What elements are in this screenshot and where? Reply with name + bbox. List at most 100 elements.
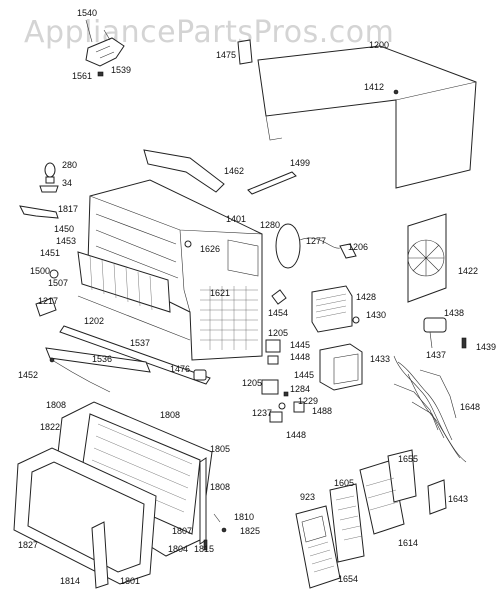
- label-1217: 1217: [38, 296, 58, 306]
- knob-drawing: [49, 269, 59, 279]
- label-1200: 1200: [369, 40, 389, 50]
- oven-cavity-drawing: [77, 179, 263, 361]
- label-1438: 1438: [444, 308, 464, 318]
- label-1452: 1452: [18, 370, 38, 380]
- label-1488: 1488: [312, 406, 332, 416]
- label-1805: 1805: [210, 444, 230, 454]
- label-1561: 1561: [72, 71, 92, 81]
- lamp-drawing: [39, 162, 59, 193]
- switch-assembly-drawing: [85, 19, 125, 77]
- label-1206: 1206: [348, 242, 368, 252]
- label-1499: 1499: [290, 158, 310, 168]
- label-1626: 1626: [200, 244, 220, 254]
- door-inner-panels-drawing: [53, 401, 213, 557]
- label-1540: 1540: [77, 8, 97, 18]
- label-1439: 1439: [476, 342, 496, 352]
- label-1422: 1422: [458, 266, 478, 276]
- door-outer-frame-drawing: [13, 447, 157, 585]
- label-1822: 1822: [40, 422, 60, 432]
- keypad-drawing: [329, 483, 365, 563]
- label-1539: 1539: [111, 65, 131, 75]
- label-1536: 1536: [92, 354, 112, 364]
- label-1621: 1621: [210, 288, 230, 298]
- label-923: 923: [300, 492, 315, 502]
- label-1814: 1814: [60, 576, 80, 586]
- rack-drawing: [77, 251, 171, 313]
- screws-drawing: [203, 513, 227, 551]
- label-1284: 1284: [290, 384, 310, 394]
- label-1827: 1827: [18, 540, 38, 550]
- label-1815: 1815: [194, 544, 214, 554]
- label-1808b: 1808: [160, 410, 180, 420]
- label-1202: 1202: [84, 316, 104, 326]
- label-1205b: 1205: [242, 378, 262, 388]
- label-1804: 1804: [168, 544, 188, 554]
- label-1537: 1537: [130, 338, 150, 348]
- control-panel-drawing: [295, 505, 341, 589]
- strip-drawing: [45, 347, 151, 373]
- label-34: 34: [62, 178, 72, 188]
- label-1476: 1476: [170, 364, 190, 374]
- label-1450: 1450: [54, 224, 74, 234]
- transformer-drawing: [319, 343, 363, 391]
- thermal-cutout-drawing: [271, 289, 287, 305]
- label-1437: 1437: [426, 350, 446, 360]
- label-1462: 1462: [224, 166, 244, 176]
- label-1205a: 1205: [268, 328, 288, 338]
- fuse-drawing: [193, 369, 207, 381]
- label-1401: 1401: [226, 214, 246, 224]
- plate-drawing: [59, 325, 211, 385]
- label-1817: 1817: [58, 204, 78, 214]
- label-1801: 1801: [120, 576, 140, 586]
- label-1648: 1648: [460, 402, 480, 412]
- wire-drawing: [51, 359, 111, 393]
- magnetron-drawing: [311, 285, 360, 333]
- bracket-drawing: [19, 205, 59, 219]
- label-1643: 1643: [448, 494, 468, 504]
- label-1280: 1280: [260, 220, 280, 230]
- waveguide-cover-drawing: [275, 223, 357, 269]
- rail-drawing: [247, 171, 297, 195]
- connector-drawing: [427, 479, 447, 515]
- label-1825: 1825: [240, 526, 260, 536]
- door-handle-drawing: [91, 521, 109, 589]
- interlock-switch-lower-drawing: [261, 379, 305, 423]
- label-1237: 1237: [252, 408, 272, 418]
- label-1445a: 1445: [290, 340, 310, 350]
- capacitor-drawing: [423, 317, 467, 349]
- label-1453: 1453: [56, 236, 76, 246]
- label-1507: 1507: [48, 278, 68, 288]
- label-1451: 1451: [40, 248, 60, 258]
- label-1430: 1430: [366, 310, 386, 320]
- label-280: 280: [62, 160, 77, 170]
- label-1448b: 1448: [286, 430, 306, 440]
- control-board-drawing: [359, 449, 417, 535]
- label-1454: 1454: [268, 308, 288, 318]
- label-1810: 1810: [234, 512, 254, 522]
- duct-drawing: [143, 149, 225, 193]
- label-1605: 1605: [334, 478, 354, 488]
- label-1475: 1475: [216, 50, 236, 60]
- label-1448a: 1448: [290, 352, 310, 362]
- fan-assembly-drawing: [407, 213, 447, 303]
- part-labels: 1540 1539 1561 1475 1200 1412 280 34 146…: [18, 8, 496, 586]
- watermark: AppliancePartsPros.com: [24, 15, 394, 50]
- label-1433: 1433: [370, 354, 390, 364]
- label-1655: 1655: [398, 454, 418, 464]
- label-1807: 1807: [172, 526, 192, 536]
- label-1614: 1614: [398, 538, 418, 548]
- label-1808c: 1808: [210, 482, 230, 492]
- latch-drawing: [35, 297, 57, 317]
- interlock-switch-upper-drawing: [265, 339, 281, 365]
- label-1808a: 1808: [46, 400, 66, 410]
- outer-case-drawing: [237, 39, 477, 189]
- label-1500: 1500: [30, 266, 50, 276]
- label-1412: 1412: [364, 82, 384, 92]
- wire-harness-drawing: [393, 355, 467, 463]
- label-1654: 1654: [338, 574, 358, 584]
- label-1428: 1428: [356, 292, 376, 302]
- label-1277: 1277: [306, 236, 326, 246]
- label-1229: 1229: [298, 396, 318, 406]
- label-1445b: 1445: [294, 370, 314, 380]
